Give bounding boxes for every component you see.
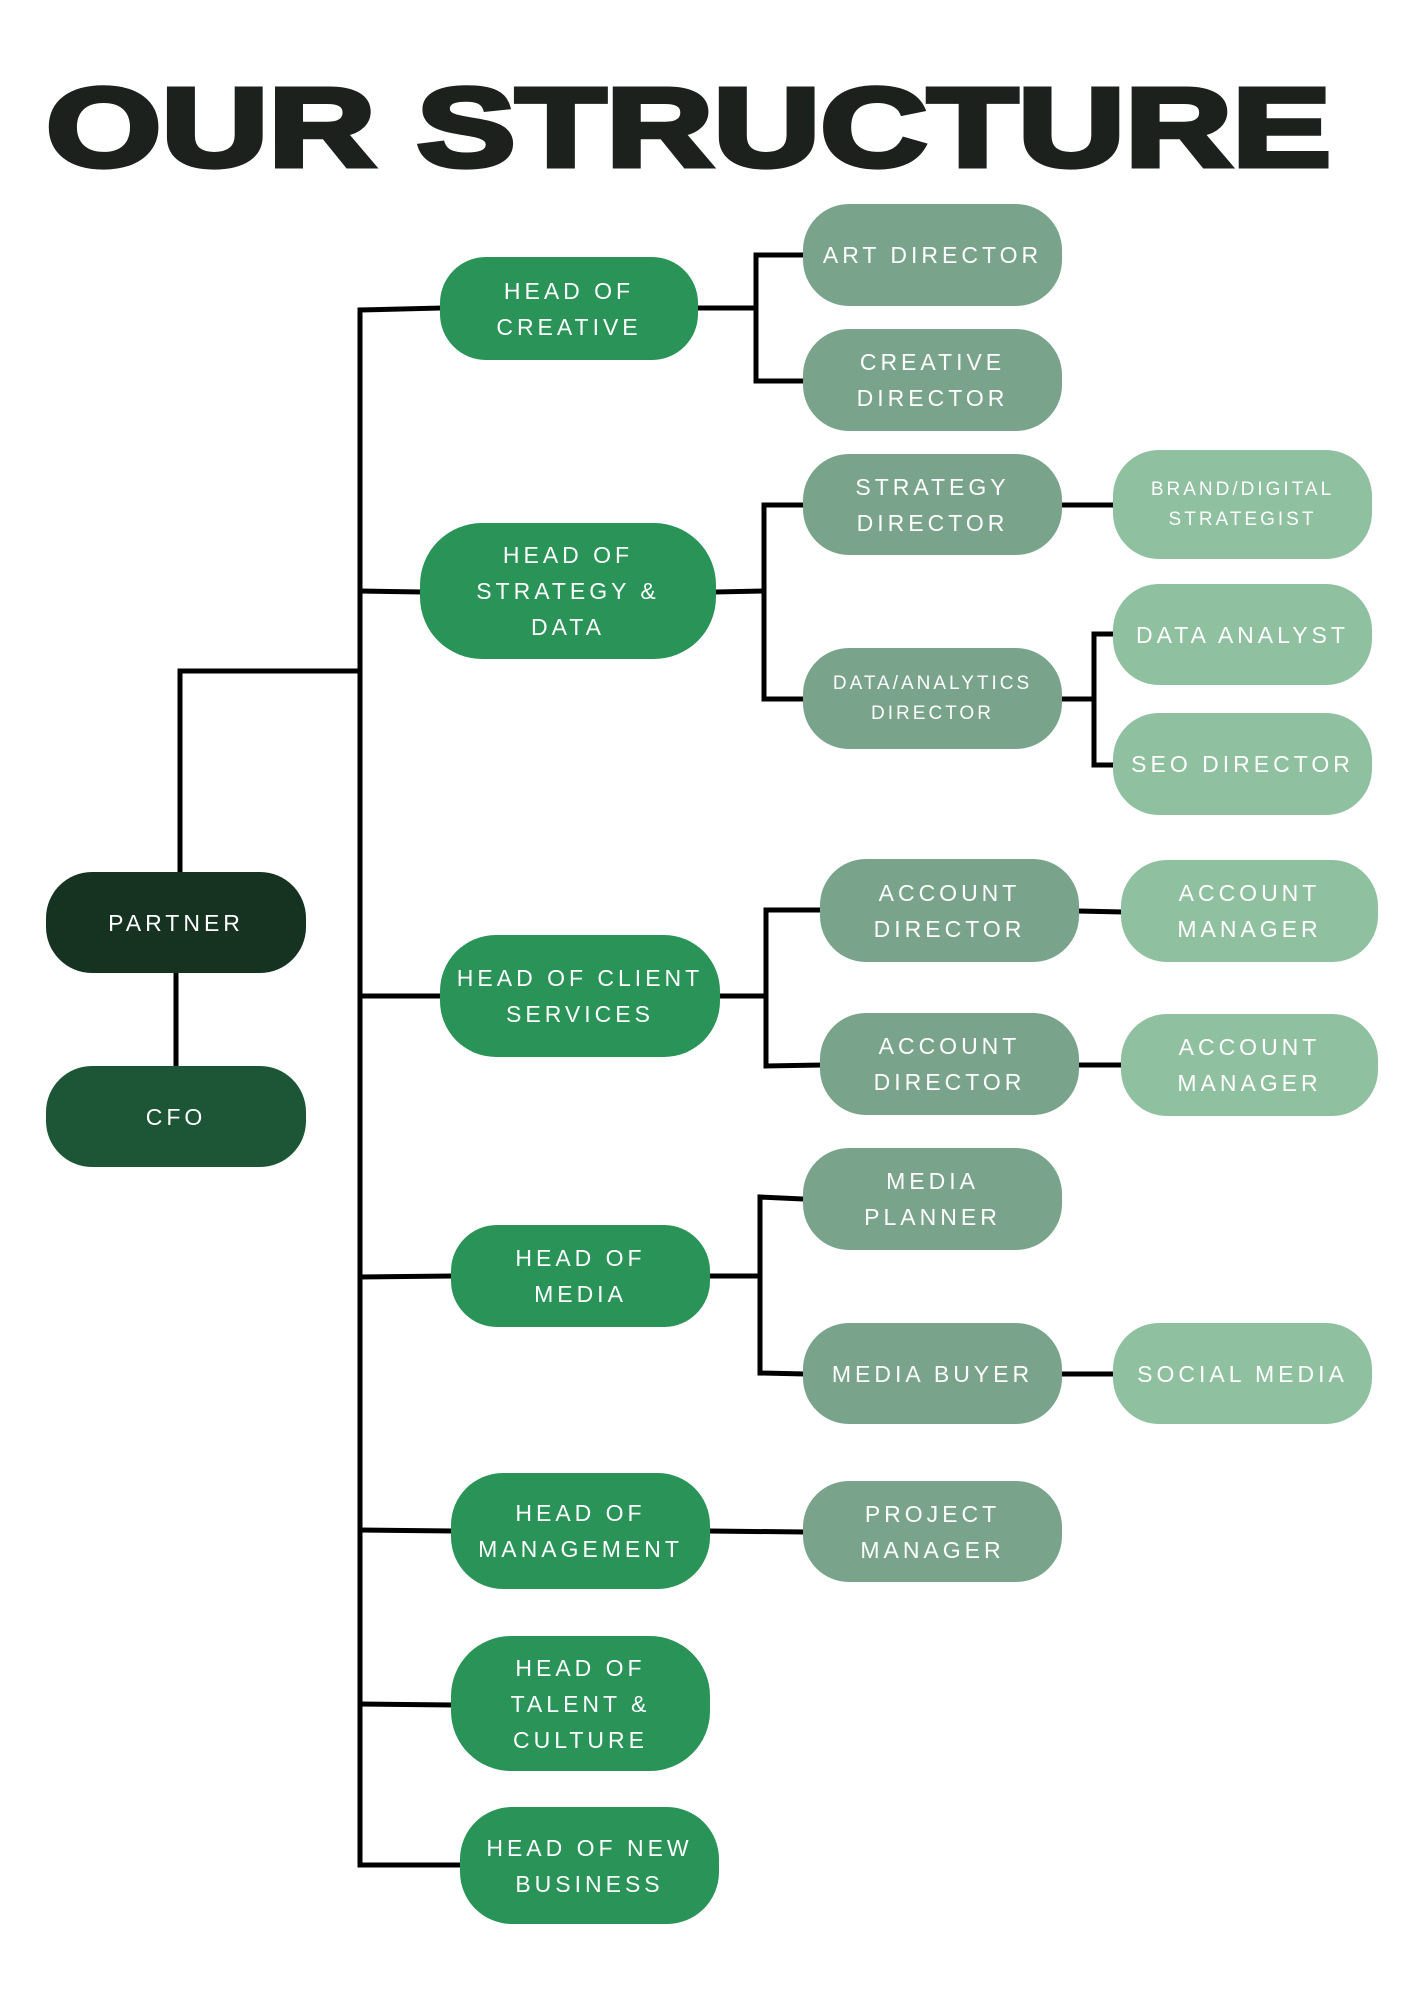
page-title: OUR STRUCTURE <box>46 78 1334 178</box>
node-head-of-strategy-data: HEAD OF STRATEGY & DATA <box>420 523 716 659</box>
node-strategy-director: STRATEGY DIRECTOR <box>803 454 1062 555</box>
node-head-of-creative: HEAD OF CREATIVE <box>440 257 698 360</box>
node-art-director: ART DIRECTOR <box>803 204 1062 306</box>
node-creative-director: CREATIVE DIRECTOR <box>803 329 1062 431</box>
node-brand-digital-strategist: BRAND/DIGITAL STRATEGIST <box>1113 450 1372 559</box>
node-account-director: ACCOUNT DIRECTOR <box>820 1013 1079 1115</box>
node-data-analytics-director: DATA/ANALYTICS DIRECTOR <box>803 648 1062 749</box>
node-media-planner: MEDIA PLANNER <box>803 1148 1062 1250</box>
node-head-of-talent-culture: HEAD OF TALENT & CULTURE <box>451 1636 710 1771</box>
node-media-buyer: MEDIA BUYER <box>803 1323 1062 1424</box>
connector-partner-trunk <box>177 668 363 875</box>
node-data-analyst: DATA ANALYST <box>1113 584 1372 685</box>
node-cfo: CFO <box>46 1066 306 1167</box>
page-title-text: OUR STRUCTURE <box>46 78 1331 178</box>
node-account-manager: ACCOUNT MANAGER <box>1121 1014 1378 1116</box>
node-head-of-new-business: HEAD OF NEW BUSINESS <box>460 1807 719 1924</box>
node-head-of-media: HEAD OF MEDIA <box>451 1225 710 1327</box>
node-head-of-management: HEAD OF MANAGEMENT <box>451 1473 710 1589</box>
node-account-director: ACCOUNT DIRECTOR <box>820 859 1079 962</box>
node-social-media: SOCIAL MEDIA <box>1113 1323 1372 1424</box>
node-partner: PARTNER <box>46 872 306 973</box>
node-project-manager: PROJECT MANAGER <box>803 1481 1062 1582</box>
node-seo-director: SEO DIRECTOR <box>1113 713 1372 815</box>
node-head-of-client-services: HEAD OF CLIENT SERVICES <box>440 935 720 1057</box>
node-account-manager: ACCOUNT MANAGER <box>1121 860 1378 962</box>
connector-trunk <box>357 305 463 1868</box>
